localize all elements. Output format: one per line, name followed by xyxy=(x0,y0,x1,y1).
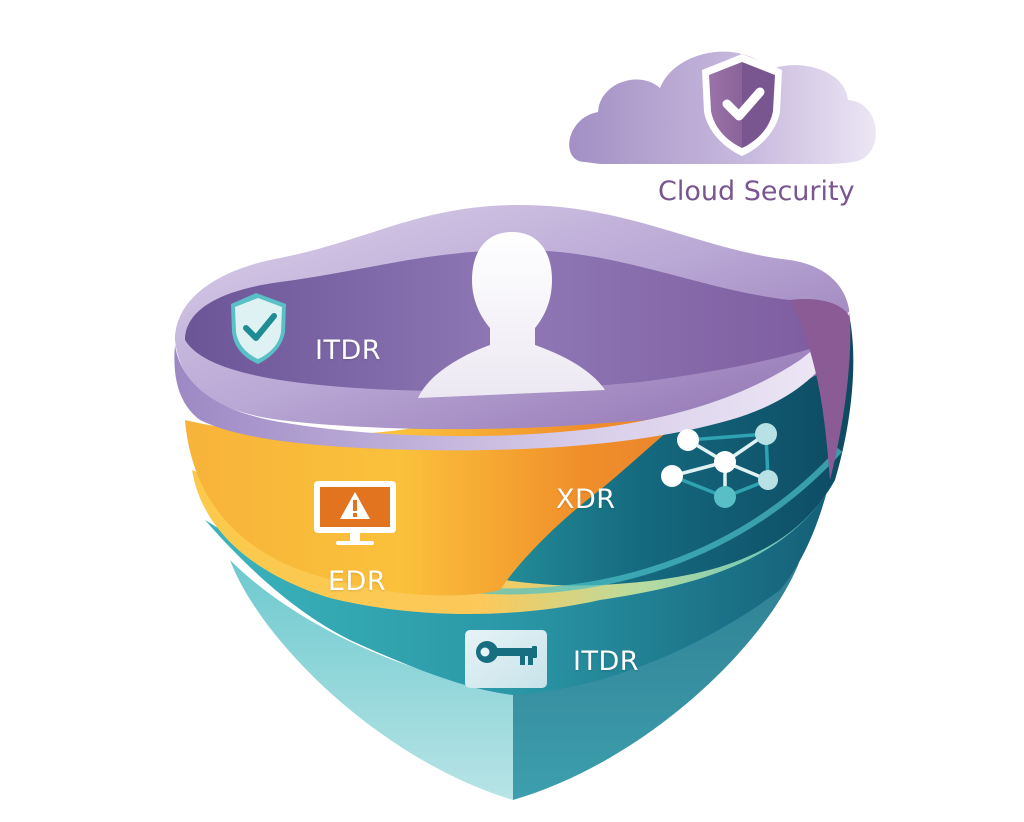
layer-access-itdr xyxy=(205,480,830,695)
edr-label: EDR xyxy=(328,566,387,597)
shield-tip-left xyxy=(230,560,513,800)
cloud-security-label: Cloud Security xyxy=(658,176,855,207)
cloud-security-badge xyxy=(569,51,876,164)
shield-check-icon xyxy=(231,293,286,364)
itdr-identity-label: ITDR xyxy=(315,335,382,366)
xdr-highlight-stroke xyxy=(469,447,843,595)
xdr-label: XDR xyxy=(556,484,616,515)
itdr-access-label: ITDR xyxy=(573,646,640,677)
key-icon xyxy=(465,630,547,688)
network-nodes-icon xyxy=(661,423,778,508)
layer-identity-lip xyxy=(174,310,851,451)
shield-right-edge xyxy=(790,299,851,480)
monitor-alert-icon xyxy=(314,481,396,545)
user-silhouette-icon xyxy=(418,232,605,398)
shield-check-icon xyxy=(702,54,782,156)
